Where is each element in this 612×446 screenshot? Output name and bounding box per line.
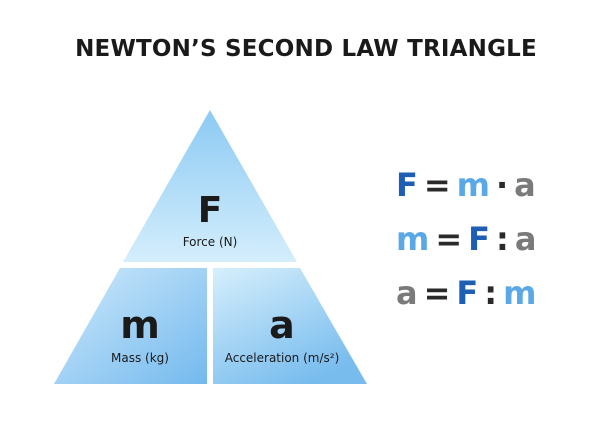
eq3-term1: F xyxy=(456,274,479,312)
eq1-term2: a xyxy=(514,166,536,204)
acceleration-label: Acceleration (m/s²) xyxy=(225,351,340,365)
eq1-lhs: F xyxy=(396,166,418,204)
eq1-equals: = xyxy=(423,166,451,204)
eq3-equals: = xyxy=(423,274,451,312)
mass-label: Mass (kg) xyxy=(111,351,169,365)
page-title: NEWTON’S SECOND LAW TRIANGLE xyxy=(75,36,537,62)
eq1-term1: m xyxy=(456,166,491,204)
eq3-lhs: a xyxy=(396,274,418,312)
force-label: Force (N) xyxy=(183,235,238,249)
mass-symbol: m xyxy=(120,303,160,347)
triangle-bottom-right-section xyxy=(213,268,367,384)
eq3-term2: m xyxy=(503,274,537,312)
equation-mass: m=F:a xyxy=(396,220,536,258)
force-symbol: F xyxy=(198,190,223,231)
equation-force: F=m·a xyxy=(396,166,536,204)
eq3-operator: : xyxy=(484,274,498,312)
triangle-bottom-left-section xyxy=(54,268,207,384)
eq2-term2: a xyxy=(514,220,537,258)
eq2-equals: = xyxy=(435,220,463,258)
equation-acceleration: a=F:m xyxy=(396,274,536,312)
eq2-lhs: m xyxy=(396,220,430,258)
triangle-top-section xyxy=(123,110,297,262)
eq2-term1: F xyxy=(468,220,491,258)
eq2-operator: : xyxy=(496,220,509,258)
acceleration-symbol: a xyxy=(269,303,295,347)
eq1-operator: · xyxy=(496,166,509,204)
